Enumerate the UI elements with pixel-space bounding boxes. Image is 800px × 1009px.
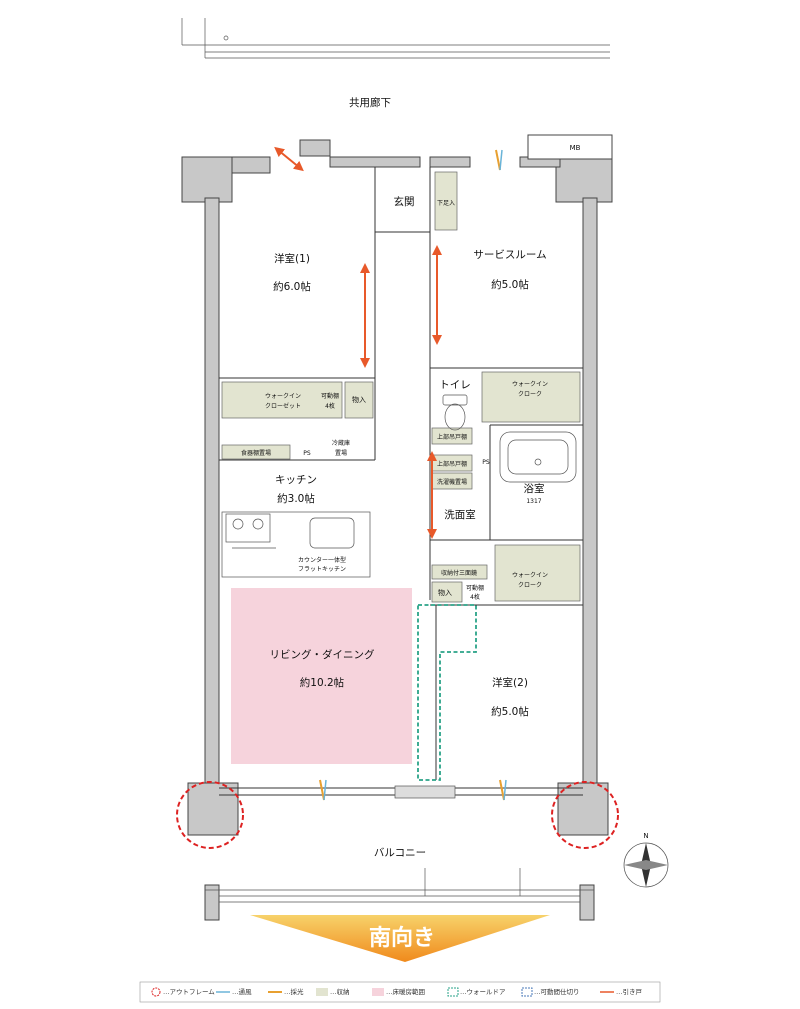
service-room-name: サービスルーム xyxy=(473,249,546,261)
legend-ventilation: …通風 xyxy=(232,987,252,996)
fridge-label-2: 置場 xyxy=(335,449,347,457)
western2-size: 約5.0帖 xyxy=(491,705,529,718)
legend: …アウトフレーム …通風 …採光 …収納 …床暖房範囲 …ウォールドア …可動間… xyxy=(139,981,661,1003)
living-name: リビング・ダイニング xyxy=(270,648,375,661)
kitchen-counter xyxy=(221,511,371,578)
corridor-railing xyxy=(181,18,610,59)
outframe-marker-left xyxy=(176,781,244,849)
bath-name: 浴室 xyxy=(524,482,545,495)
walkdoor-legend-icon xyxy=(447,987,459,997)
entrance-label: 玄関 xyxy=(394,195,415,208)
living-size: 約10.2帖 xyxy=(300,676,345,689)
western1-size: 約6.0帖 xyxy=(273,280,311,293)
walkin-service-line1: ウォークイン xyxy=(512,380,548,388)
balcony-railing xyxy=(205,868,594,903)
floor-heating-area xyxy=(231,588,412,764)
walkin1-line1: ウォークイン xyxy=(265,392,301,400)
common-corridor-label: 共用廊下 xyxy=(349,96,391,109)
compass-icon: N xyxy=(623,832,669,888)
movable-partition-legend-icon xyxy=(521,987,533,997)
storage-areas xyxy=(221,171,581,603)
legend-movable: …可動間仕切り xyxy=(534,987,580,996)
western2-name: 洋室(2) xyxy=(492,676,528,689)
upper-shelf-label-2: 上部吊戸棚 xyxy=(437,460,467,468)
fridge-label: 冷蔵庫 xyxy=(332,439,350,447)
service-room-size: 約5.0帖 xyxy=(491,278,529,291)
legend-sliding: …引き戸 xyxy=(616,987,643,996)
walkin2-line2: クローク xyxy=(518,582,542,589)
washroom-label: 洗面室 xyxy=(444,508,476,521)
wall-door xyxy=(417,604,477,781)
walkin1-line2: クローゼット xyxy=(265,402,301,410)
south-facing-banner: 南向き xyxy=(250,915,550,962)
storage-unit-label: 収納付三面鏡 xyxy=(441,569,477,577)
upper-shelf-label-1: 上部吊戸棚 xyxy=(437,433,467,441)
walkin2-line1: ウォークイン xyxy=(512,571,548,579)
exterior-walls xyxy=(181,134,613,921)
legend-walkdoor: …ウォールドア xyxy=(460,988,506,996)
kitchen-name: キッチン xyxy=(275,474,317,486)
storage2-label: 物入 xyxy=(438,588,452,597)
sliding-door-arrows xyxy=(274,146,442,539)
legend-storage: …収納 xyxy=(330,987,350,996)
ps-label-1: PS xyxy=(303,450,311,457)
movable-shelf1-a: 可動棚 xyxy=(321,392,339,400)
kitchen-size: 約3.0帖 xyxy=(277,492,315,505)
counter-line2: フラットキッチン xyxy=(298,566,346,573)
bath-size: 1317 xyxy=(526,498,541,505)
mb-label: MB xyxy=(570,144,581,152)
walkin-service-line2: クローク xyxy=(518,391,542,398)
toilet-fixture xyxy=(442,394,468,431)
western1-name: 洋室(1) xyxy=(274,252,310,265)
ps-label-2: PS xyxy=(482,459,490,466)
counter-line1: カウンター一体型 xyxy=(298,556,346,564)
shoe-box-label: 下足入 xyxy=(437,200,455,207)
south-facing-label: 南向き xyxy=(369,925,435,951)
compass-north-label: N xyxy=(643,832,648,840)
outframe-legend-icon xyxy=(151,987,161,997)
floor-heating-legend-icon xyxy=(372,988,384,996)
washer-label: 洗濯機置場 xyxy=(437,478,467,486)
legend-lighting: …採光 xyxy=(284,987,304,996)
food-storage-label: 食器棚置場 xyxy=(241,449,271,457)
storage-legend-icon xyxy=(316,988,328,996)
storage1-label: 物入 xyxy=(352,395,366,404)
balcony-label: バルコニー xyxy=(374,847,426,859)
outframe-marker-right xyxy=(551,781,619,849)
legend-floorheating: …床暖房範囲 xyxy=(386,987,425,996)
room-labels: 共用廊下 MB 玄関 下足入 洋室(1) 約6.0帖 サービスルーム 約5.0帖… xyxy=(241,96,581,859)
toilet-label: トイレ xyxy=(439,379,471,391)
ventilation-lighting-marks xyxy=(319,149,507,801)
movable-shelf1-b: 4枚 xyxy=(325,402,335,410)
movable-shelf2-a: 可動棚 xyxy=(466,584,484,592)
bathtub xyxy=(499,431,577,483)
legend-outframe: …アウトフレーム xyxy=(163,988,215,996)
movable-shelf2-b: 4枚 xyxy=(470,593,480,601)
